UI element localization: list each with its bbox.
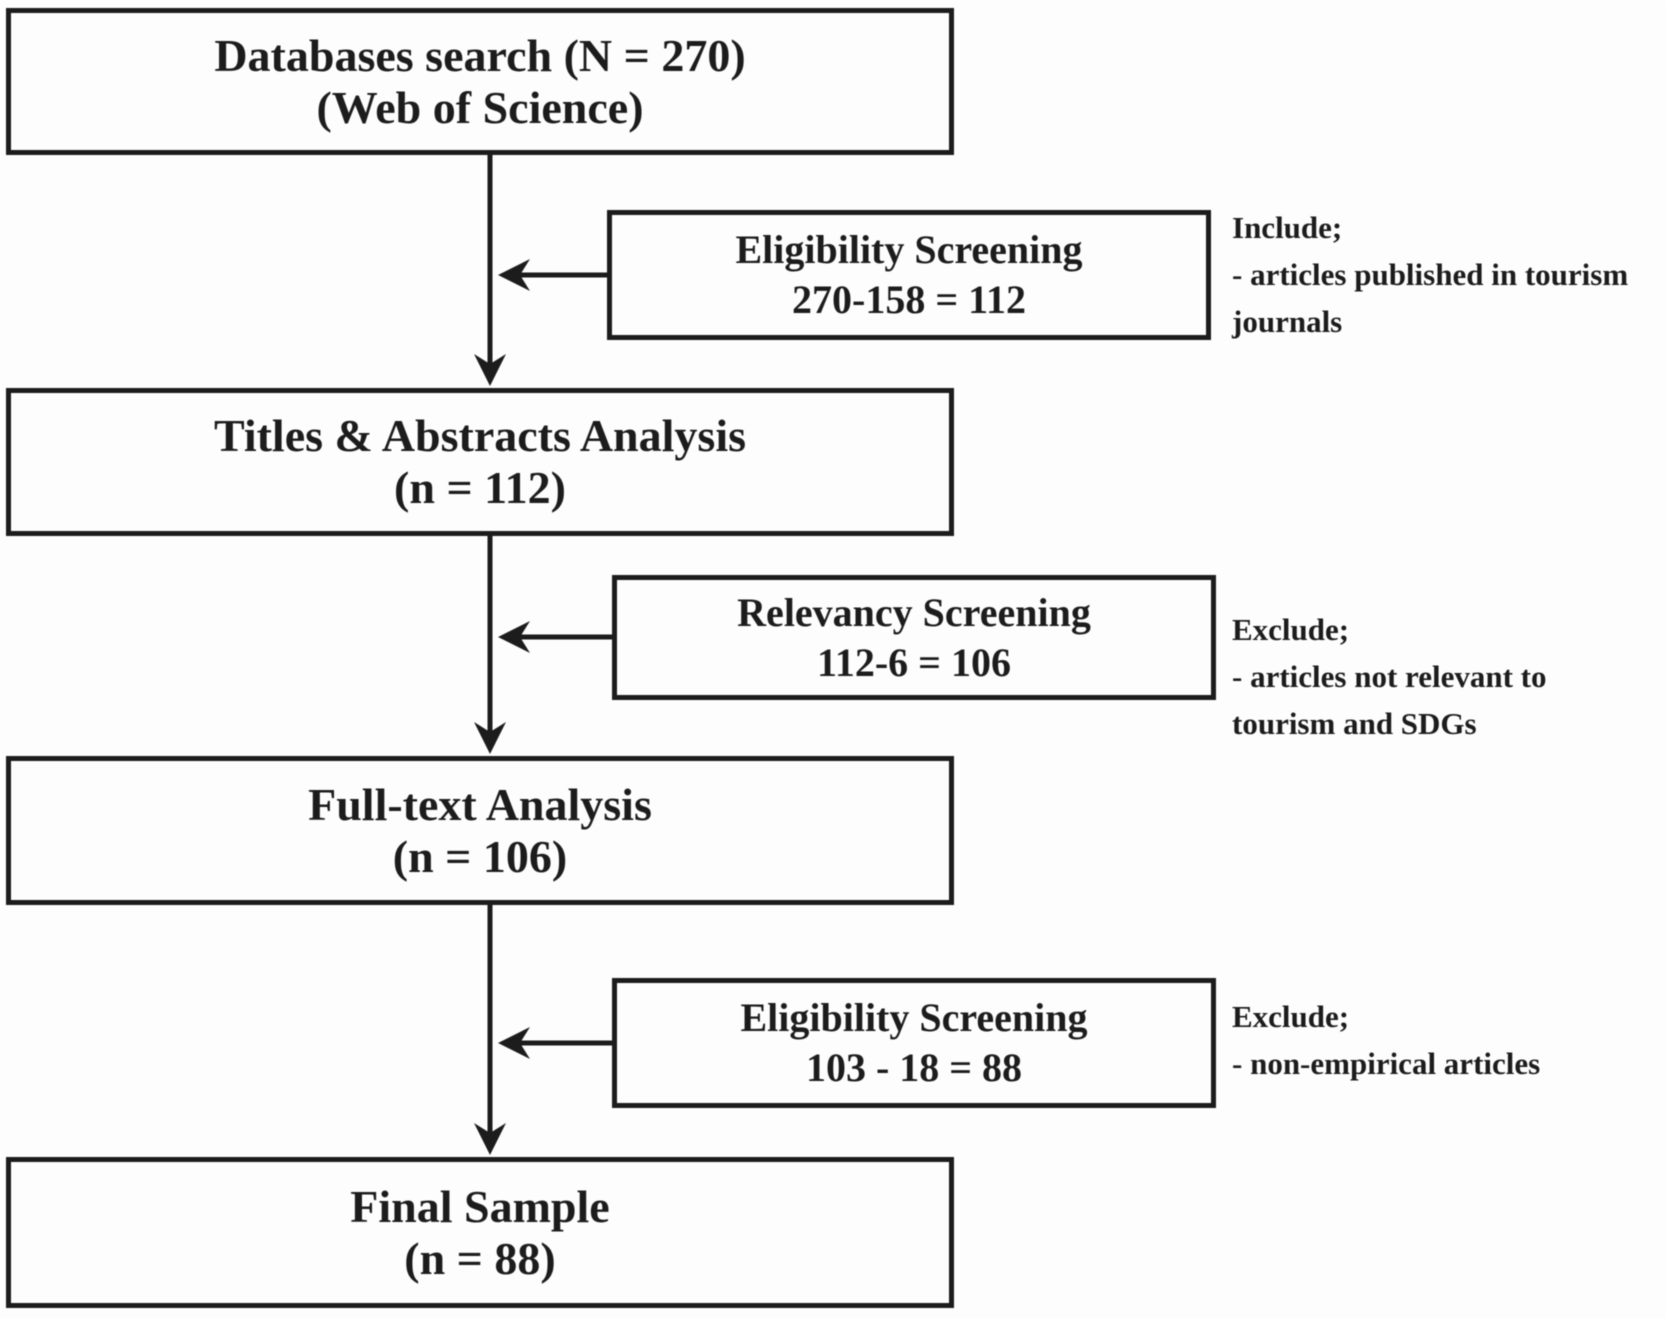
box-eligibility-screening-2-title: Eligibility Screening [740, 995, 1088, 1040]
annotation-exclude-relevancy-header: Exclude; [1232, 612, 1350, 647]
annotation-exclude-non-empirical-header: Exclude; [1232, 999, 1350, 1034]
annotation-include-criteria-item-cont: journals [1232, 304, 1343, 339]
arrowhead-left-3 [498, 1027, 530, 1059]
box-full-text-analysis: Full-text Analysis (n = 106) [6, 756, 954, 905]
box-eligibility-screening-2: Eligibility Screening 103 - 18 = 88 [612, 978, 1216, 1108]
annotation-exclude-relevancy-item: - articles not relevant to [1232, 659, 1547, 694]
annotation-include-criteria-header: Include; [1232, 210, 1343, 245]
box-relevancy-screening-title: Relevancy Screening [737, 589, 1091, 635]
box-final-sample-count: (n = 88) [404, 1232, 556, 1284]
box-final-sample-title: Final Sample [350, 1180, 610, 1232]
arrowhead-left-1 [498, 259, 530, 291]
box-full-text-title: Full-text Analysis [308, 778, 652, 830]
arrowhead-down-2 [474, 722, 506, 754]
annotation-exclude-non-empirical-item: - non-empirical articles [1232, 1046, 1541, 1081]
box-titles-abstracts-analysis: Titles & Abstracts Analysis (n = 112) [6, 388, 954, 536]
arrowhead-down-3 [474, 1123, 506, 1155]
box-eligibility-screening-1-math: 270-158 = 112 [792, 277, 1026, 322]
box-eligibility-screening-2-math: 103 - 18 = 88 [805, 1045, 1023, 1090]
annotation-exclude-non-empirical: Exclude; - non-empirical articles [1232, 993, 1664, 1087]
box-final-sample: Final Sample (n = 88) [6, 1157, 954, 1308]
box-full-text-count: (n = 106) [392, 830, 568, 882]
annotation-exclude-relevancy-item-cont: tourism and SDGs [1232, 706, 1477, 741]
box-relevancy-screening: Relevancy Screening 112-6 = 106 [612, 575, 1216, 700]
arrowhead-down-1 [474, 354, 506, 386]
box-databases-search-subtitle: (Web of Science) [316, 81, 644, 133]
box-eligibility-screening-1: Eligibility Screening 270-158 = 112 [607, 210, 1211, 340]
box-relevancy-screening-math: 112-6 = 106 [817, 639, 1011, 685]
arrowhead-left-2 [498, 621, 530, 653]
box-titles-abstracts-count: (n = 112) [394, 462, 566, 513]
box-databases-search: Databases search (N = 270) (Web of Scien… [6, 8, 954, 155]
annotation-include-criteria: Include; - articles published in tourism… [1232, 204, 1664, 345]
annotation-exclude-relevancy: Exclude; - articles not relevant to tour… [1232, 606, 1664, 747]
box-databases-search-title: Databases search (N = 270) [214, 29, 746, 81]
box-eligibility-screening-1-title: Eligibility Screening [735, 227, 1083, 272]
annotation-include-criteria-item: - articles published in tourism [1232, 257, 1629, 292]
box-titles-abstracts-title: Titles & Abstracts Analysis [213, 410, 747, 461]
